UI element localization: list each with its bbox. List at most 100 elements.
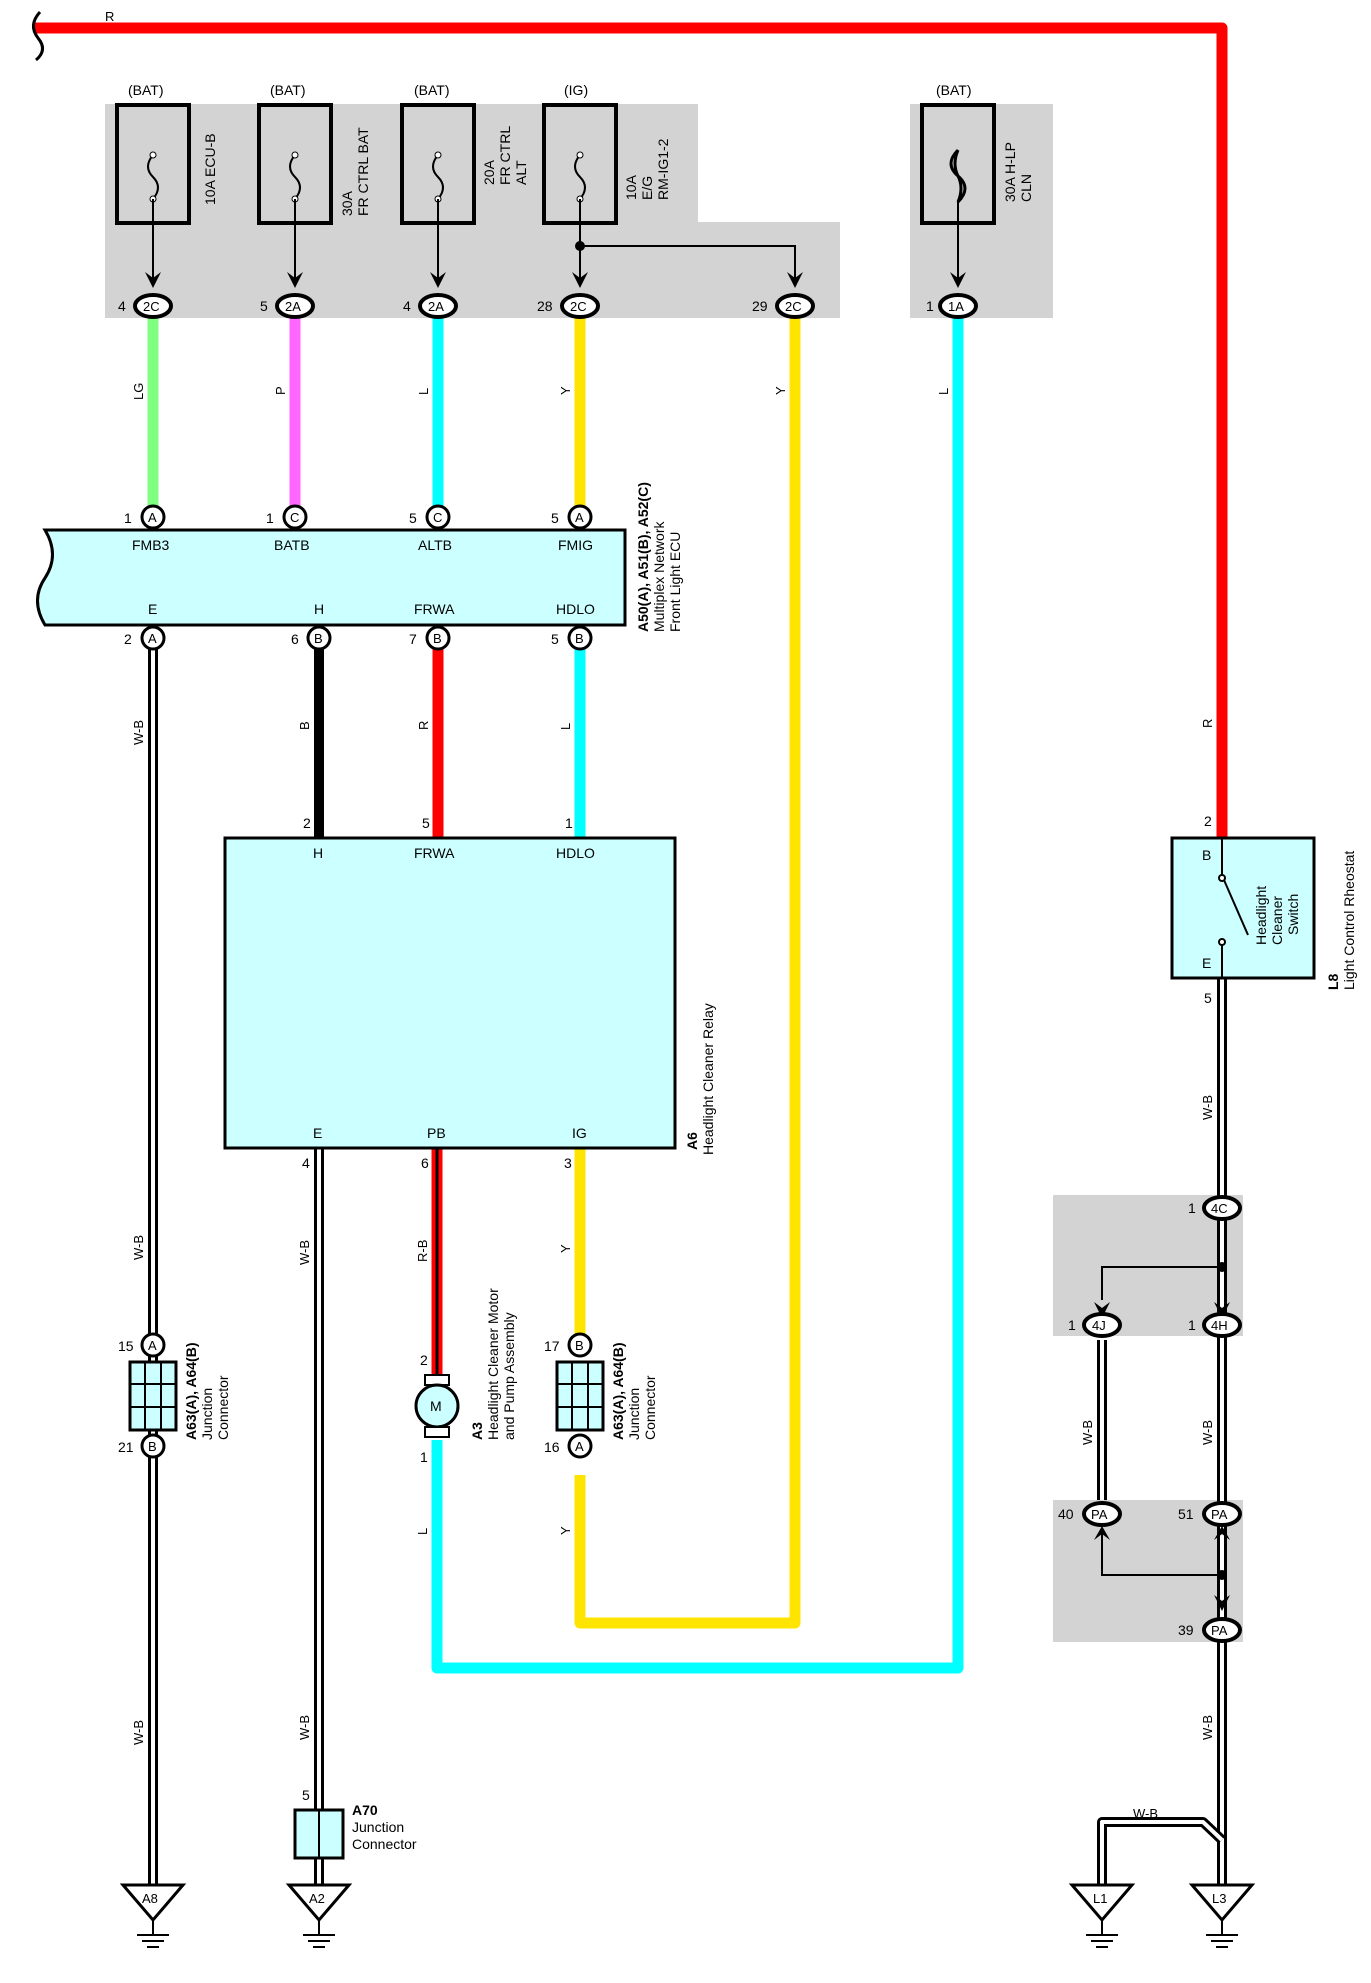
light-control-rheostat: 2 B E Headlight Cleaner Switch 5 L8 Ligh… <box>1170 813 1357 1006</box>
svg-text:Headlight: Headlight <box>1253 886 1269 945</box>
svg-text:B: B <box>575 1338 584 1353</box>
connector-2a-4: 4 2A <box>403 293 458 319</box>
svg-text:2: 2 <box>124 631 132 647</box>
svg-text:ALT: ALT <box>513 160 529 185</box>
svg-text:4: 4 <box>118 298 126 314</box>
front-light-ecu: FMB3 BATB ALTB FMIG E H FRWA HDLO A50(A)… <box>36 482 683 632</box>
svg-text:51: 51 <box>1178 1506 1194 1522</box>
wire-code: W-B <box>1080 1420 1095 1445</box>
ig-fuse-branch <box>580 245 796 280</box>
svg-text:1: 1 <box>1188 1317 1196 1333</box>
svg-text:E: E <box>148 601 157 617</box>
svg-text:Cleaner: Cleaner <box>1269 896 1285 945</box>
svg-text:Connector: Connector <box>215 1375 231 1440</box>
svg-text:A8: A8 <box>142 1891 158 1906</box>
svg-text:PA: PA <box>1211 1623 1228 1638</box>
svg-text:28: 28 <box>537 298 553 314</box>
svg-text:CLN: CLN <box>1018 174 1034 202</box>
svg-text:PA: PA <box>1091 1507 1108 1522</box>
wire-code-top: R <box>105 9 114 24</box>
ground-l1: L1 <box>1068 1883 1136 1948</box>
svg-text:40: 40 <box>1058 1506 1074 1522</box>
svg-text:IG: IG <box>572 1125 587 1141</box>
wire-code: W-B <box>297 1715 312 1740</box>
svg-text:FMIG: FMIG <box>558 537 593 553</box>
connector-2a-5: 5 2A <box>260 293 315 319</box>
wb-wires <box>148 642 1227 1885</box>
wire-code: Y <box>558 1526 573 1535</box>
svg-text:FR CTRL: FR CTRL <box>497 126 513 185</box>
svg-text:HDLO: HDLO <box>556 601 595 617</box>
svg-text:FRWA: FRWA <box>414 845 455 861</box>
svg-text:10A: 10A <box>623 174 639 200</box>
wire-code: R <box>1200 719 1215 728</box>
svg-text:39: 39 <box>1178 1622 1194 1638</box>
svg-text:(BAT): (BAT) <box>414 82 450 98</box>
svg-text:RM-IG1-2: RM-IG1-2 <box>655 138 671 200</box>
svg-text:2C: 2C <box>785 299 802 314</box>
ground-a2: A2 <box>285 1883 353 1948</box>
wire-code: W-B <box>131 720 146 745</box>
svg-text:Headlight Cleaner Relay: Headlight Cleaner Relay <box>700 1003 716 1155</box>
svg-text:Connector: Connector <box>352 1836 417 1852</box>
wire-code: W-B <box>131 1720 146 1745</box>
svg-text:1: 1 <box>266 510 274 526</box>
svg-text:PA: PA <box>1211 1507 1228 1522</box>
svg-text:1: 1 <box>926 298 934 314</box>
wire-code: W-B <box>1133 1806 1158 1821</box>
svg-text:2: 2 <box>1204 813 1212 829</box>
junction-connector-left: 15 A 21 B A63(A), A64(B) Junction Connec… <box>118 1332 231 1459</box>
svg-text:L8: L8 <box>1325 973 1341 990</box>
svg-text:6: 6 <box>421 1155 429 1171</box>
svg-text:Headlight Cleaner Motor: Headlight Cleaner Motor <box>485 1288 501 1440</box>
svg-text:4J: 4J <box>1092 1318 1106 1333</box>
svg-text:4C: 4C <box>1211 1201 1228 1216</box>
svg-text:1: 1 <box>565 815 573 831</box>
wire-code: W-B <box>1200 1095 1215 1120</box>
wire-code: L <box>416 388 431 395</box>
svg-text:B: B <box>433 631 442 646</box>
svg-text:2C: 2C <box>143 299 160 314</box>
svg-text:(BAT): (BAT) <box>270 82 306 98</box>
svg-text:A3: A3 <box>469 1422 485 1440</box>
svg-text:A50(A), A51(B), A52(C): A50(A), A51(B), A52(C) <box>635 482 651 632</box>
svg-text:2: 2 <box>303 815 311 831</box>
wire-code: Y <box>773 386 788 395</box>
svg-text:20A: 20A <box>481 159 497 185</box>
svg-text:M: M <box>430 1398 442 1414</box>
svg-text:5: 5 <box>551 510 559 526</box>
wire-code: R <box>416 721 431 730</box>
svg-text:21: 21 <box>118 1439 134 1455</box>
wire-code: LG <box>131 383 146 400</box>
svg-text:A6: A6 <box>684 1132 700 1150</box>
svg-text:4: 4 <box>403 298 411 314</box>
connector-2c-28: 28 2C <box>537 293 600 319</box>
svg-text:FMB3: FMB3 <box>132 537 170 553</box>
svg-text:H: H <box>314 601 324 617</box>
wire-l-pump-loop <box>431 318 964 1674</box>
hlp-block-shade <box>910 104 1053 318</box>
connector-4h: 1 4H <box>1188 1302 1242 1338</box>
svg-text:A: A <box>148 631 157 646</box>
wire-code: W-B <box>1200 1420 1215 1445</box>
ecu-bottom-terminals: 2 A 6 B 7 B 5 B <box>124 625 593 651</box>
svg-text:HDLO: HDLO <box>556 845 595 861</box>
svg-text:15: 15 <box>118 1338 134 1354</box>
connector-2c-4: 4 2C <box>118 293 173 319</box>
svg-text:PB: PB <box>427 1125 446 1141</box>
svg-text:BATB: BATB <box>274 537 310 553</box>
connector-pa-39: 39 PA <box>1178 1595 1242 1643</box>
svg-text:2C: 2C <box>570 299 587 314</box>
headlight-cleaner-relay: 2 5 1 H FRWA HDLO E PB IG 4 6 3 A6 Headl… <box>223 815 716 1171</box>
svg-text:2A: 2A <box>285 299 301 314</box>
svg-text:B: B <box>314 631 323 646</box>
svg-text:C: C <box>433 510 442 525</box>
svg-text:5: 5 <box>302 1787 310 1803</box>
svg-text:4H: 4H <box>1211 1318 1228 1333</box>
wire-code: L <box>415 1528 430 1535</box>
wire-code: W-B <box>131 1235 146 1260</box>
svg-text:29: 29 <box>752 298 768 314</box>
svg-text:B: B <box>575 631 584 646</box>
svg-text:1A: 1A <box>948 299 964 314</box>
